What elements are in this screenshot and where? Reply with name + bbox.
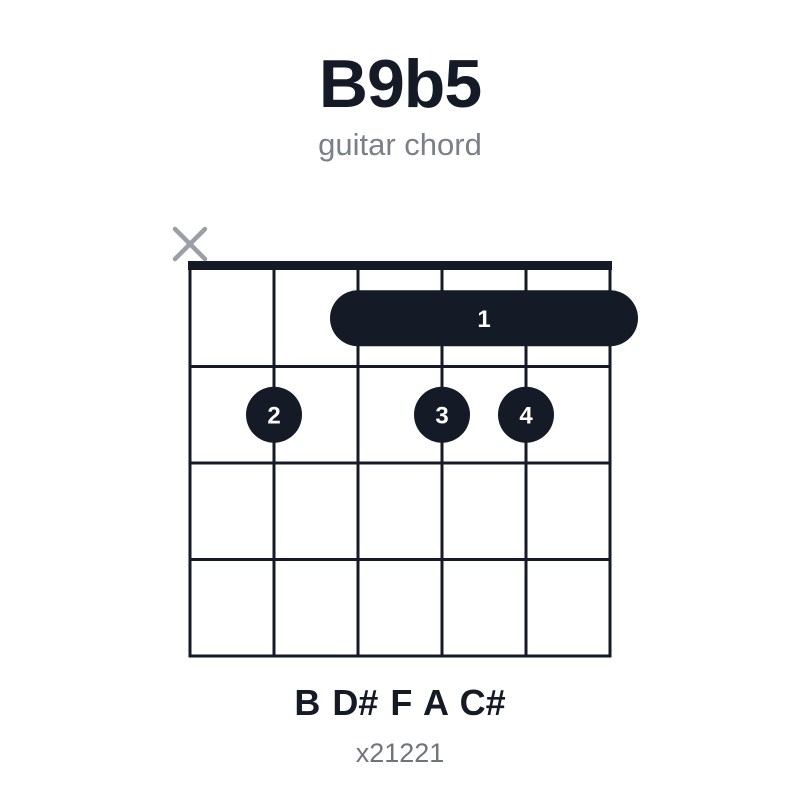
barre xyxy=(330,290,638,347)
finger-dot: 3 xyxy=(414,386,470,443)
chord-title: B9b5 xyxy=(318,46,482,122)
finger-dots: 2 3 4 xyxy=(246,386,554,443)
finger-number: 2 xyxy=(267,402,280,429)
finger-number: 4 xyxy=(519,402,533,429)
muted-markers xyxy=(172,226,208,262)
barre-group: 1 xyxy=(330,290,638,347)
finger-dot: 2 xyxy=(246,386,302,443)
chord-subtitle: guitar chord xyxy=(318,127,482,162)
muted-string-icon xyxy=(172,226,208,262)
finger-number: 3 xyxy=(435,402,448,429)
finger-dot: 4 xyxy=(498,386,554,443)
nut xyxy=(188,261,612,270)
barre-finger-label: 1 xyxy=(477,306,490,333)
chord-fingering: x21221 xyxy=(355,738,445,768)
fret-lines xyxy=(188,365,612,658)
chord-notes: B D# F A C# xyxy=(294,682,506,723)
